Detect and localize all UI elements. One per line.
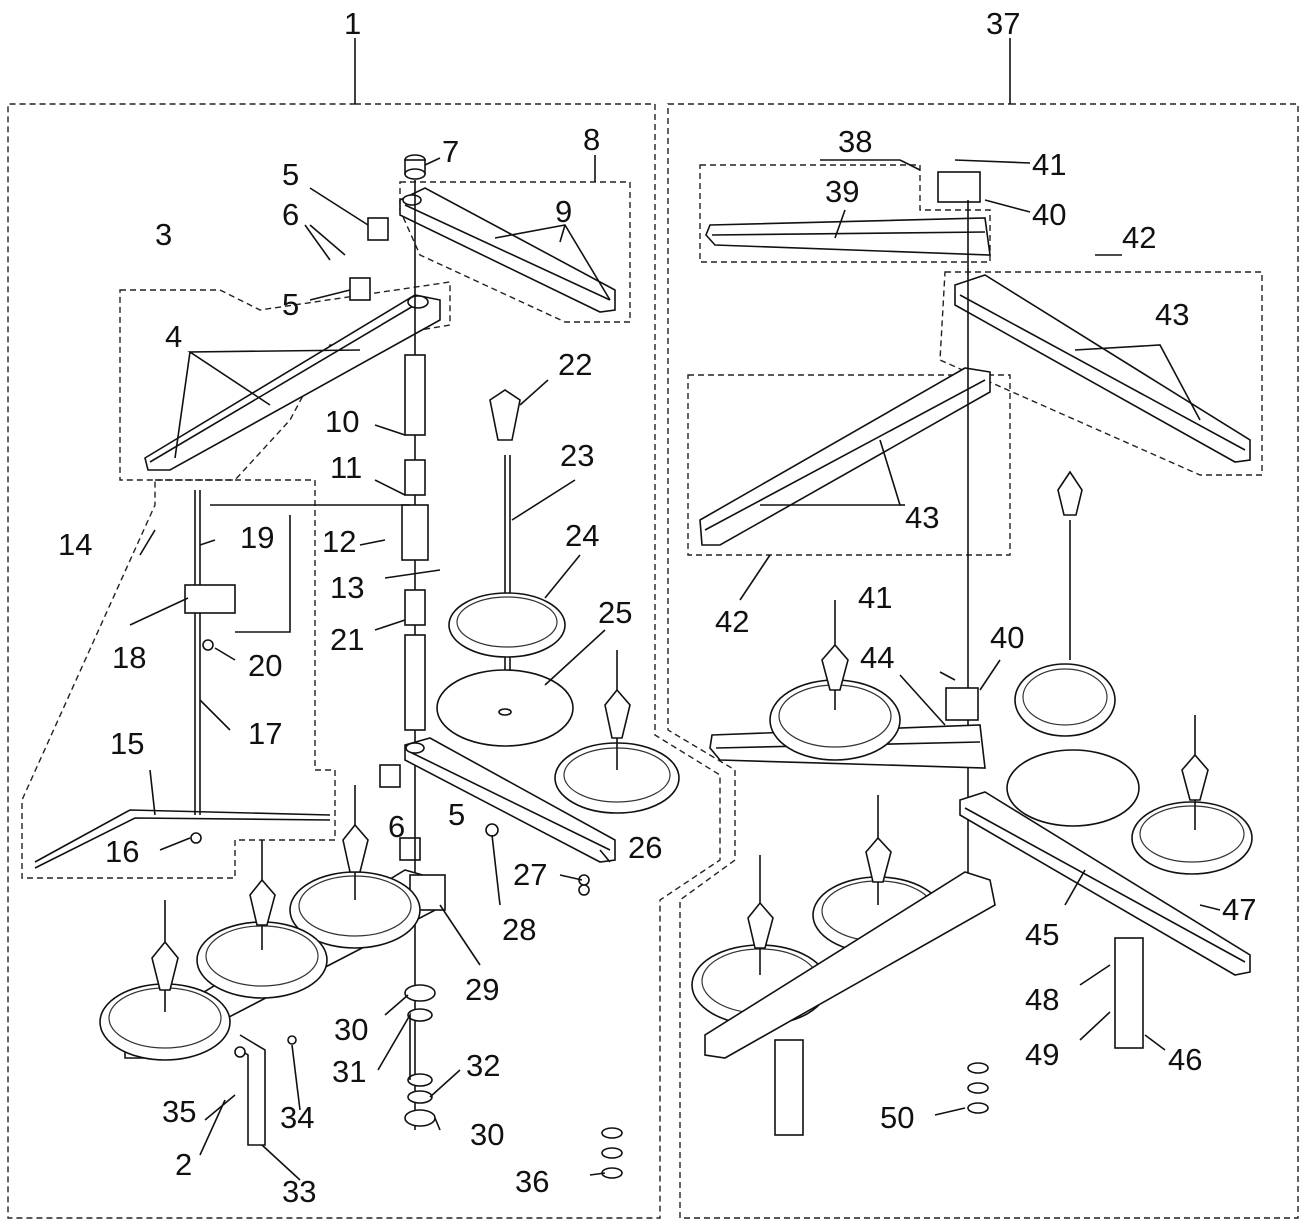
label-32: 32 bbox=[466, 1048, 500, 1083]
label-33: 33 bbox=[282, 1174, 316, 1209]
arm-45 bbox=[959, 791, 1251, 1049]
label-21: 21 bbox=[330, 622, 364, 657]
label-3: 3 bbox=[155, 217, 172, 252]
label-42-low: 42 bbox=[715, 604, 749, 639]
label-6-top: 6 bbox=[282, 197, 299, 232]
left-assembly-boundary bbox=[7, 38, 721, 1219]
label-10: 10 bbox=[325, 404, 359, 439]
label-14: 14 bbox=[58, 527, 92, 562]
leader-lines bbox=[129, 155, 1221, 1181]
label-30-top: 30 bbox=[334, 1012, 368, 1047]
spool-pin-23 bbox=[489, 389, 521, 710]
label-38: 38 bbox=[838, 124, 872, 159]
label-19: 19 bbox=[240, 520, 274, 555]
bracket-33 bbox=[234, 1034, 297, 1146]
label-27: 27 bbox=[513, 857, 547, 892]
label-40-low: 40 bbox=[990, 620, 1024, 655]
label-23: 23 bbox=[560, 438, 594, 473]
label-50: 50 bbox=[880, 1100, 914, 1135]
label-5-top: 5 bbox=[282, 157, 299, 192]
arm-42-lower-box bbox=[687, 374, 1011, 556]
label-20: 20 bbox=[248, 648, 282, 683]
label-4: 4 bbox=[165, 319, 182, 354]
label-43-top: 43 bbox=[1155, 297, 1189, 332]
center-pole bbox=[401, 180, 429, 1130]
arm-26 bbox=[404, 737, 616, 863]
label-13: 13 bbox=[330, 570, 364, 605]
label-34: 34 bbox=[280, 1100, 314, 1135]
label-6-low: 6 bbox=[388, 809, 405, 844]
arm-42-upper bbox=[954, 274, 1251, 463]
label-43-low: 43 bbox=[905, 500, 939, 535]
label-44: 44 bbox=[860, 640, 894, 675]
label-45: 45 bbox=[1025, 917, 1059, 952]
label-8: 8 bbox=[583, 122, 600, 157]
label-31: 31 bbox=[332, 1054, 366, 1089]
spool-24 bbox=[448, 592, 566, 658]
label-28: 28 bbox=[502, 912, 536, 947]
label-29: 29 bbox=[465, 972, 499, 1007]
part-7-cap bbox=[404, 154, 426, 180]
label-30-bottom: 30 bbox=[470, 1117, 504, 1152]
label-25: 25 bbox=[598, 595, 632, 630]
label-40-top: 40 bbox=[1032, 197, 1066, 232]
right-assembly-boundary bbox=[667, 38, 1299, 1219]
label-49: 49 bbox=[1025, 1037, 1059, 1072]
label-39: 39 bbox=[825, 174, 859, 209]
label-7: 7 bbox=[442, 134, 459, 169]
label-5-low: 5 bbox=[448, 797, 465, 832]
clips-36 bbox=[601, 1127, 623, 1179]
label-41-low: 41 bbox=[858, 580, 892, 615]
label-15: 15 bbox=[110, 726, 144, 761]
label-16: 16 bbox=[105, 834, 139, 869]
label-1: 1 bbox=[344, 6, 361, 41]
arm-42-upper-box bbox=[939, 271, 1263, 476]
label-18: 18 bbox=[112, 640, 146, 675]
nuts-27-28 bbox=[485, 823, 590, 896]
base-arm-right bbox=[704, 871, 996, 1136]
spool-right-26 bbox=[554, 650, 680, 814]
base-spools bbox=[99, 785, 421, 1061]
label-2: 2 bbox=[175, 1147, 192, 1182]
arm-8 bbox=[399, 187, 616, 313]
arm-38-group-box bbox=[699, 164, 991, 263]
label-42-top: 42 bbox=[1122, 220, 1156, 255]
stand-14-group-box bbox=[21, 479, 336, 879]
callout-labels: 1 37 7 8 5 6 9 3 5 4 22 10 23 11 14 19 1… bbox=[58, 6, 1256, 1209]
label-5-mid: 5 bbox=[282, 287, 299, 322]
label-47: 47 bbox=[1222, 892, 1256, 927]
right-spools-upper bbox=[769, 470, 1140, 827]
label-17: 17 bbox=[248, 716, 282, 751]
label-36: 36 bbox=[515, 1164, 549, 1199]
bracket-18-19 bbox=[199, 504, 410, 651]
arm-42-lower bbox=[699, 367, 991, 546]
label-35: 35 bbox=[162, 1094, 196, 1129]
label-24: 24 bbox=[565, 518, 599, 553]
label-12: 12 bbox=[322, 524, 356, 559]
label-48: 48 bbox=[1025, 982, 1059, 1017]
label-9: 9 bbox=[555, 194, 572, 229]
label-41-top: 41 bbox=[1032, 147, 1066, 182]
label-37: 37 bbox=[986, 6, 1020, 41]
clamp-40-top bbox=[937, 171, 981, 203]
arm-39 bbox=[705, 217, 991, 256]
clips-50 bbox=[967, 1062, 989, 1114]
label-46: 46 bbox=[1168, 1042, 1202, 1077]
arm-3 bbox=[144, 294, 441, 471]
label-26: 26 bbox=[628, 830, 662, 865]
label-11: 11 bbox=[330, 450, 362, 485]
label-22: 22 bbox=[558, 347, 592, 382]
felt-25 bbox=[436, 669, 574, 747]
